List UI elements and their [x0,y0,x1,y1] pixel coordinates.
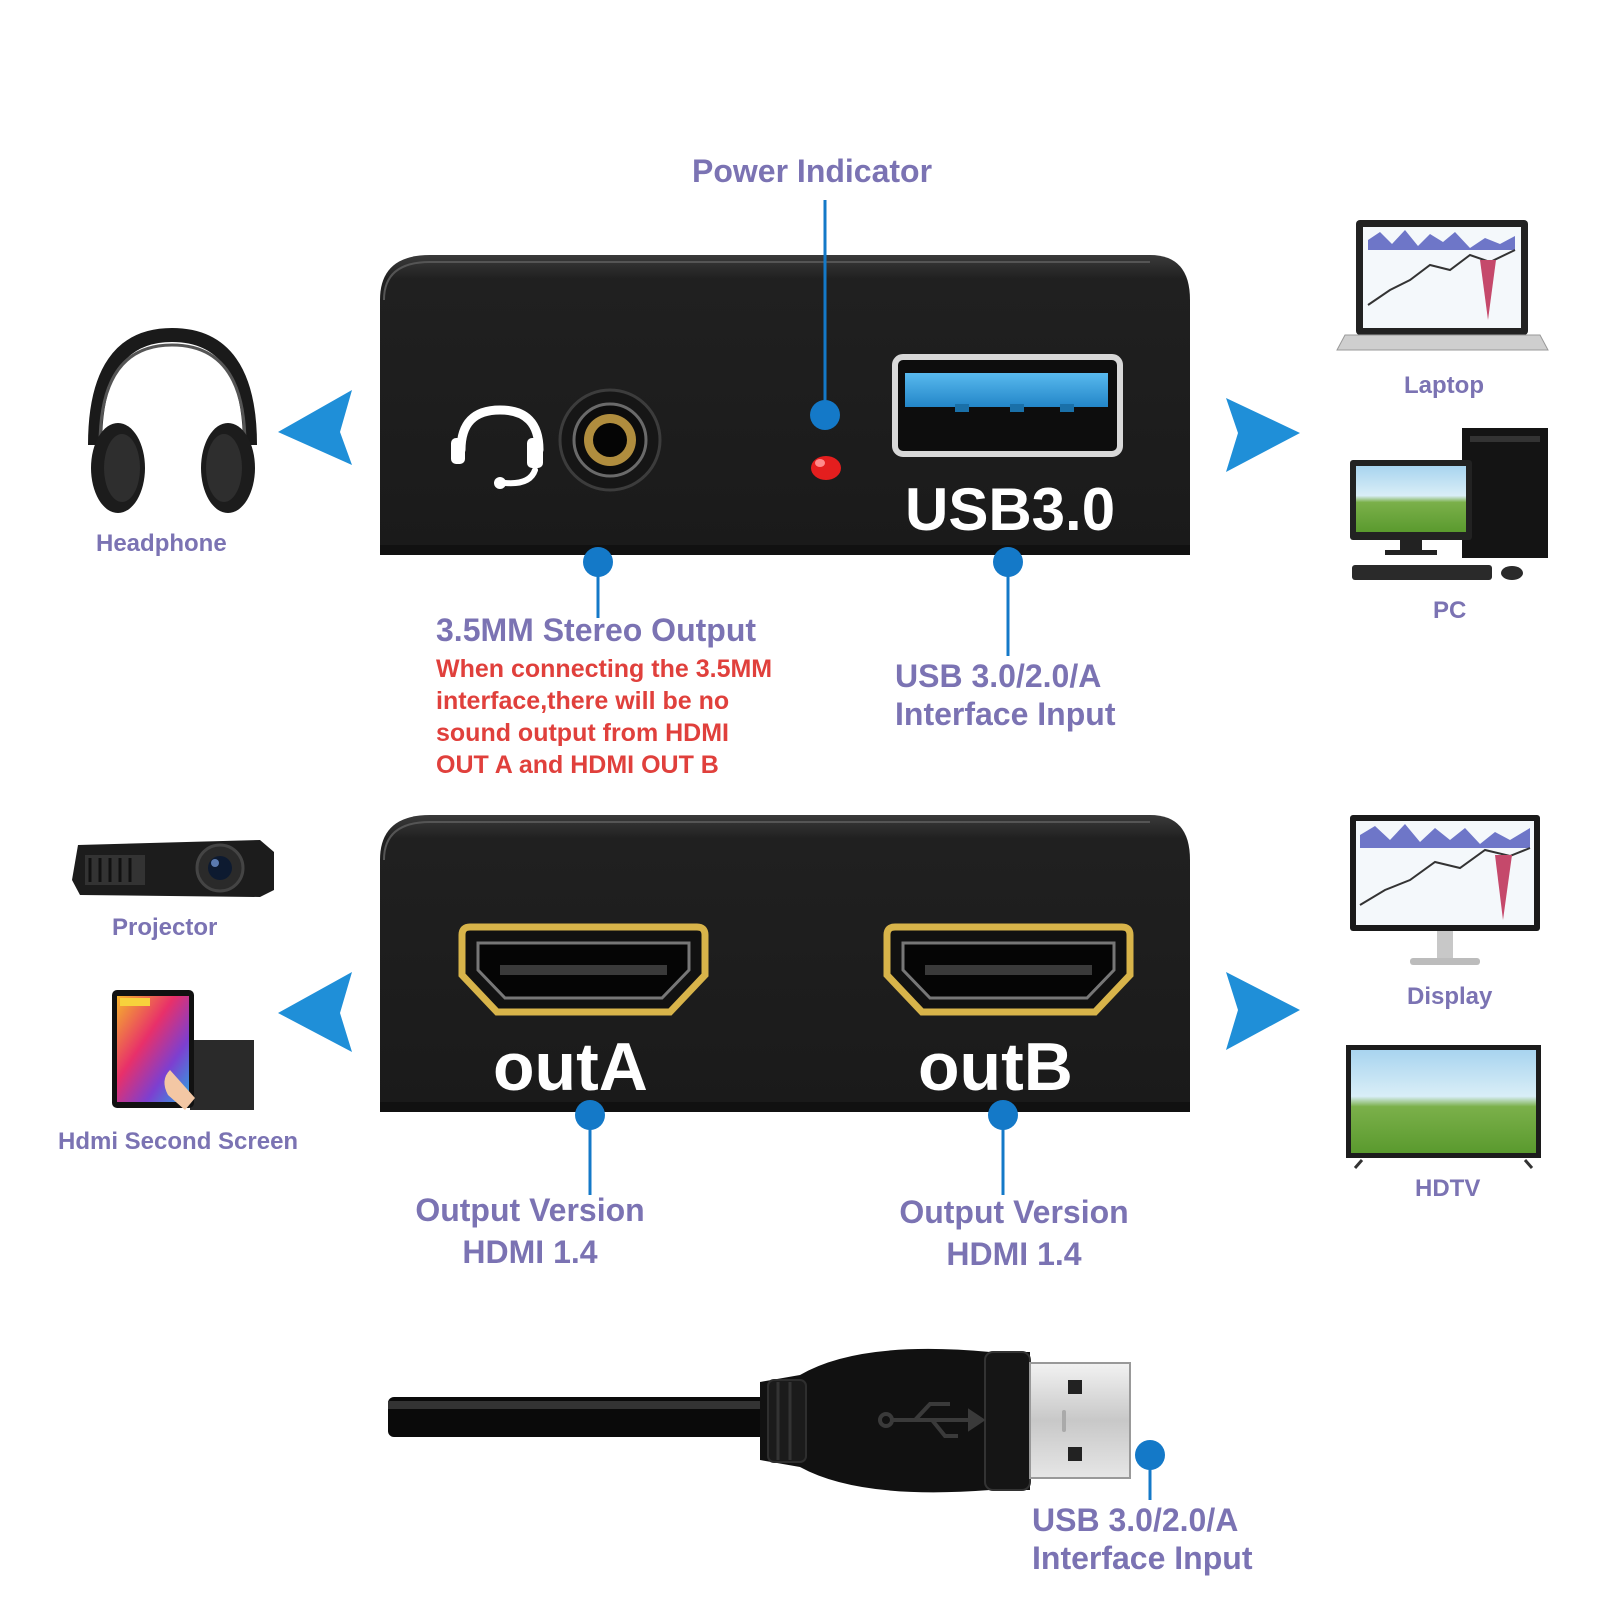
usb-port-label: USB3.0 [905,476,1116,543]
usb-trident-icon [878,1402,986,1438]
second-screen-image [112,990,254,1110]
usb-port[interactable] [892,354,1123,457]
headphone-image [88,327,257,513]
triangle-arrow-left-top [278,390,352,465]
projector-label: Projector [112,914,218,941]
stereo-note-line: sound output from HDMI [436,719,729,747]
hdtv-image [1346,1045,1541,1169]
output-a-version-label: Output Version HDMI 1.4 [400,1192,660,1272]
stereo-output-note: When connecting the 3.5MM interface,ther… [436,653,772,781]
triangle-arrow-right-top [1226,398,1300,472]
headset-icon [451,405,544,489]
output-version-line: Output Version [899,1194,1129,1230]
bottom-device-panel [380,815,1190,1112]
stereo-output-title: 3.5MM Stereo Output [436,612,757,648]
stereo-note-line: OUT A and HDMI OUT B [436,751,719,779]
audio-jack-port[interactable] [558,388,662,492]
laptop-label: Laptop [1404,372,1484,399]
display-image [1350,815,1540,965]
output-version-line: HDMI 1.4 [946,1235,1082,1272]
power-indicator-label: Power Indicator [692,153,933,189]
usb-cable [388,1348,1131,1493]
pc-image [1350,428,1548,580]
output-b-version-label: Output Version HDMI 1.4 [884,1194,1144,1274]
usb-input-label-top: USB 3.0/2.0/A Interface Input [895,658,1115,734]
output-version-line: Output Version [415,1192,645,1228]
stereo-note-line: When connecting the 3.5MM [436,655,773,683]
laptop-image [1336,220,1549,351]
second-screen-label: Hdmi Second Screen [58,1128,299,1155]
callout-lines [575,200,1165,1500]
hdtv-label: HDTV [1415,1175,1481,1202]
stereo-note-line: interface,there will be no [436,687,730,715]
hdmi-port-a[interactable] [458,923,709,1016]
power-led [811,456,841,480]
projector-image [72,840,274,897]
output-version-line: HDMI 1.4 [462,1233,598,1270]
hdmi-out-b-label: outB [918,1029,1073,1105]
pc-label: PC [1433,597,1467,624]
usb-input-label-cable: USB 3.0/2.0/A Interface Input [1032,1502,1252,1578]
headphone-label: Headphone [96,530,227,557]
usb-input-line: USB 3.0/2.0/A [1032,1502,1239,1538]
triangle-arrow-left-bottom [278,972,352,1052]
usb-input-line: Interface Input [895,695,1116,732]
hdmi-port-b[interactable] [883,923,1134,1016]
hdmi-out-a-label: outA [493,1029,648,1105]
usb-input-line: Interface Input [1032,1539,1253,1576]
usb-input-line: USB 3.0/2.0/A [895,658,1102,694]
triangle-arrow-right-bottom [1226,972,1300,1050]
display-label: Display [1407,983,1493,1010]
